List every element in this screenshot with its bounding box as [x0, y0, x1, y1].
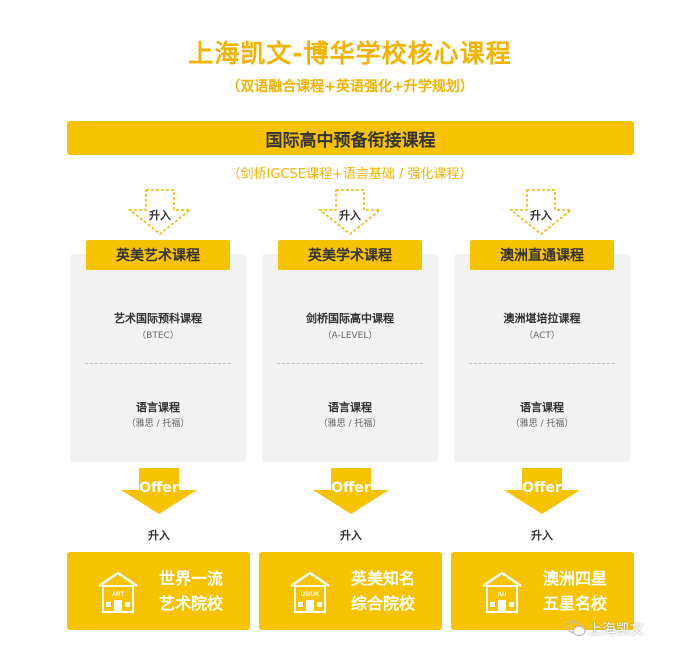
card-divider — [85, 363, 231, 364]
track-card-australia — [454, 254, 630, 462]
language-exams: （雅思 / 托福） — [318, 419, 382, 429]
card-divider — [277, 363, 423, 364]
up-label: 升入 — [530, 209, 552, 222]
page-subtitle: （双语融合课程+英语强化+升学规划） — [226, 79, 474, 95]
school-line1: 世界一流 — [159, 569, 224, 588]
offer-label: Offer — [522, 480, 562, 496]
up-label: 升入 — [531, 529, 553, 542]
course-name: 艺术国际预科课程 — [114, 312, 202, 325]
foundation-subtitle: （剑桥IGCSE课程+语言基础 / 强化课程） — [227, 167, 473, 182]
up-label: 升入 — [149, 209, 171, 222]
course-code: （ACT） — [524, 331, 560, 341]
up-label: 升入 — [148, 529, 170, 542]
school-box-art — [67, 552, 250, 630]
watermark: 上海凯文 — [588, 622, 644, 638]
school-line1: 澳洲四星 — [543, 569, 608, 588]
school-line1: 英美知名 — [351, 569, 416, 588]
school-box-australia — [451, 552, 634, 630]
school-line2: 综合院校 — [351, 594, 416, 613]
track-title: 英美艺术课程 — [86, 240, 230, 270]
track-title: 英美学术课程 — [278, 240, 422, 270]
offer-arrow-icon — [121, 468, 197, 514]
up-label: 升入 — [340, 529, 362, 542]
school-line2: 艺术院校 — [159, 594, 224, 613]
school-building-icon: ART — [98, 571, 138, 613]
track-card-academic — [262, 254, 438, 462]
school-badge: AU — [498, 592, 507, 598]
track-title: 澳洲直通课程 — [470, 240, 614, 270]
dashed-up-arrow-icon — [508, 189, 574, 235]
course-name: 澳洲堪培拉课程 — [503, 312, 581, 325]
school-building-icon: US/UK — [290, 571, 330, 613]
page-title: 上海凯文-博华学校核心课程 — [188, 39, 512, 68]
card-divider — [469, 363, 615, 364]
language-course: 语言课程 — [520, 401, 564, 414]
offer-label: Offer — [331, 480, 371, 496]
language-course: 语言课程 — [328, 401, 372, 414]
offer-label: Offer — [139, 480, 179, 496]
track-card-art — [70, 254, 246, 462]
language-exams: （雅思 / 托福） — [126, 419, 190, 429]
course-name: 剑桥国际高中课程 — [306, 312, 394, 325]
course-code: （BTEC） — [137, 331, 179, 341]
school-building-icon: AU — [482, 571, 522, 613]
school-badge: ART — [112, 592, 125, 598]
offer-arrow-icon — [313, 468, 389, 514]
up-label: 升入 — [339, 209, 361, 222]
language-exams: （雅思 / 托福） — [510, 419, 574, 429]
foundation-banner: 国际高中预备衔接课程 — [67, 121, 634, 155]
school-line2: 五星名校 — [543, 594, 608, 613]
school-badge: US/UK — [301, 592, 320, 598]
dashed-up-arrow-icon — [127, 189, 193, 235]
wechat-icon — [566, 620, 586, 637]
language-course: 语言课程 — [136, 401, 180, 414]
offer-arrow-icon — [504, 468, 580, 514]
course-code: （A-LEVEL） — [322, 331, 378, 341]
dashed-up-arrow-icon — [317, 189, 383, 235]
school-box-academic — [259, 552, 442, 630]
